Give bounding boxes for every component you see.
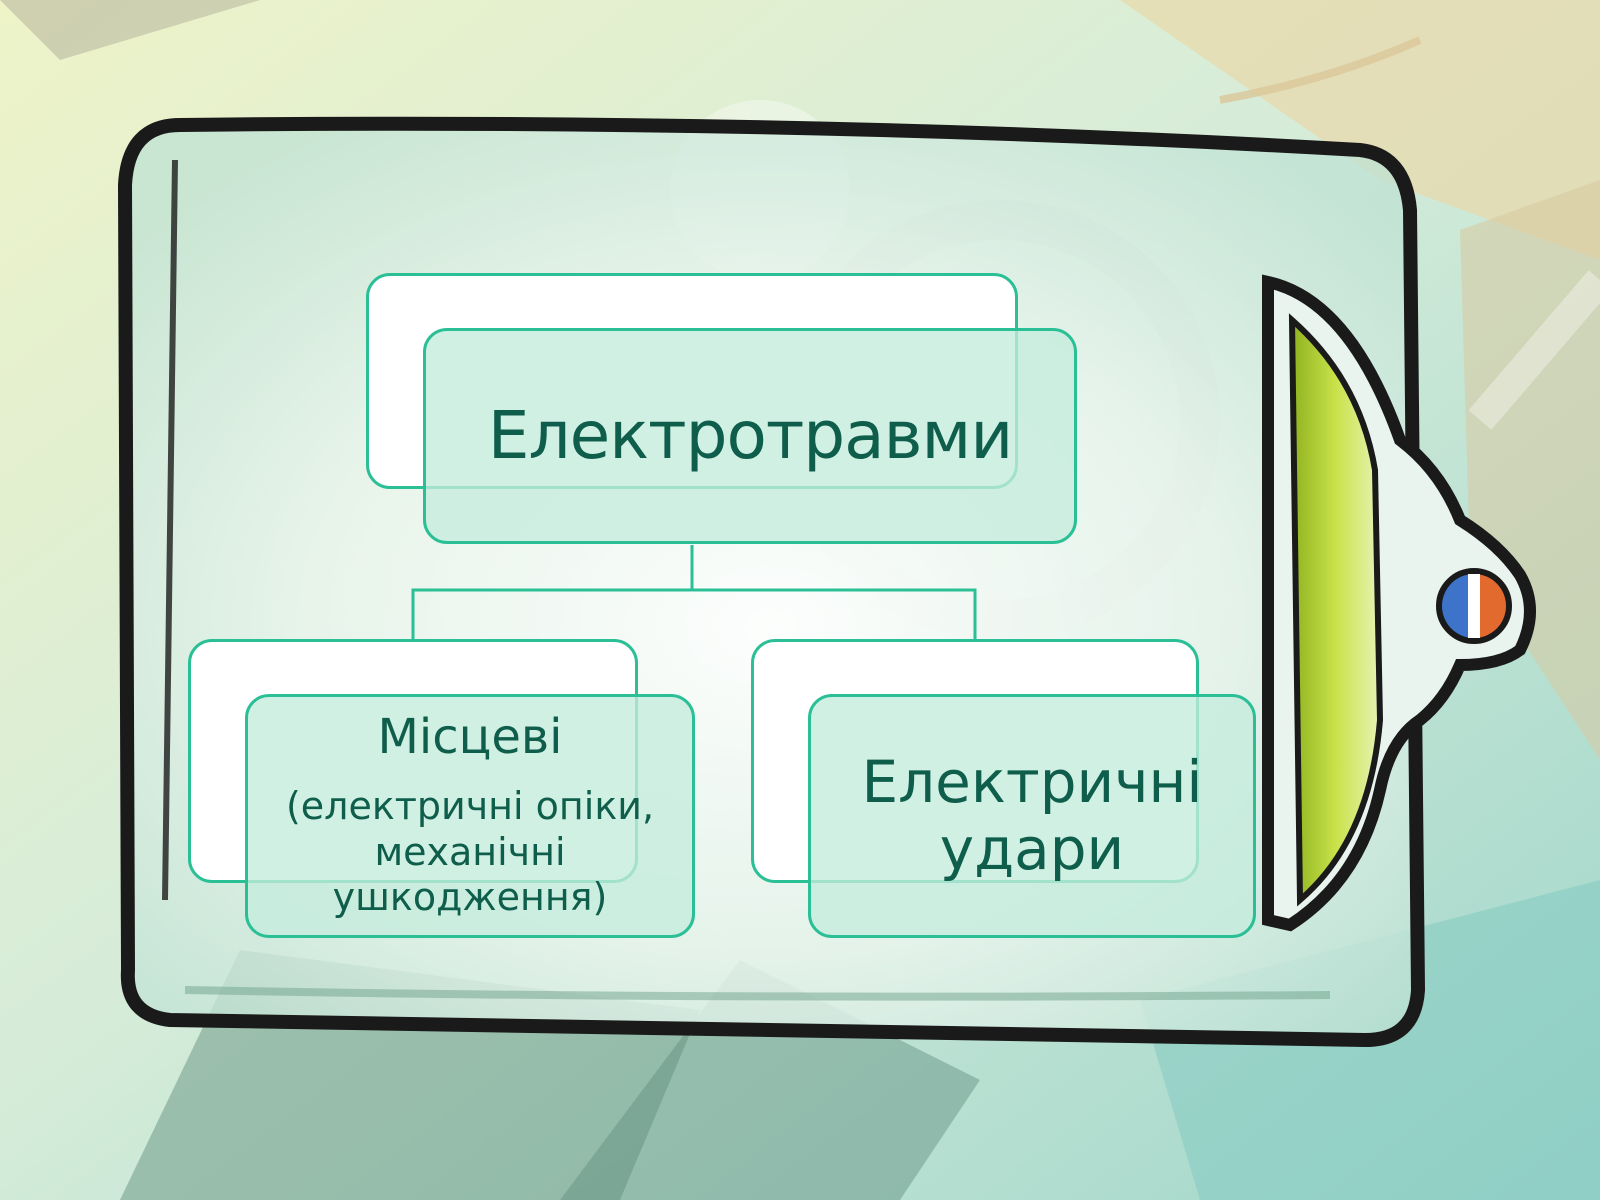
- local-injuries-detail-3: ушкодження): [332, 875, 608, 920]
- local-injuries-detail-2: механічні: [374, 829, 566, 874]
- electric-shock-label-line-1: Електричні: [861, 748, 1203, 817]
- root-node-label: Електротравми: [487, 397, 1013, 474]
- electric-shock-node: Електричні удари: [808, 694, 1256, 938]
- electric-shock-label-line-2: удари: [939, 815, 1125, 883]
- local-injuries-label: Місцеві: [377, 709, 563, 766]
- local-injuries-detail-1: (електричні опіки,: [285, 784, 655, 828]
- local-injuries-node: Місцеві (електричні опіки, механічні ушк…: [245, 694, 695, 938]
- root-node: Електротравми: [423, 328, 1077, 544]
